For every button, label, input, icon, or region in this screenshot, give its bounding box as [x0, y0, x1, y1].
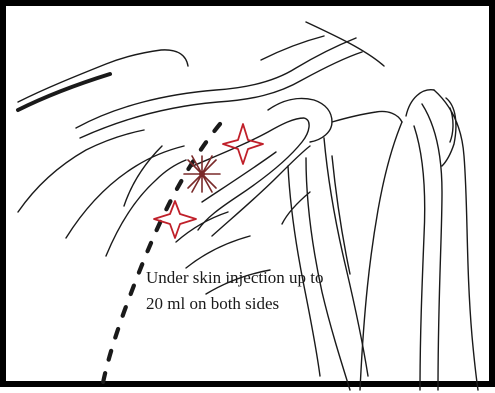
caption-line-1: Under skin injection up to: [146, 265, 446, 291]
injection-cross-center-icon: [184, 156, 220, 192]
top-right-ridge: [306, 22, 384, 66]
top-ridge-short: [261, 36, 324, 60]
caption-line-2: 20 ml on both sides: [146, 291, 446, 317]
clavicle-upper: [76, 38, 356, 128]
rib-1: [18, 130, 144, 212]
lower-rib-2: [186, 236, 250, 268]
upper-left-thick-band: [18, 74, 110, 110]
shoulder-curve: [332, 111, 402, 122]
scapula-ridge: [212, 146, 310, 236]
rib-2: [66, 146, 184, 238]
anatomy-illustration: [6, 6, 495, 393]
lower-rib-1: [176, 212, 228, 242]
humerus-left-edge: [360, 122, 402, 390]
acromion: [268, 98, 332, 142]
axilla-curve: [282, 192, 310, 224]
injection-caption: Under skin injection up to 20 ml on both…: [146, 265, 446, 317]
humerus-head: [406, 90, 434, 116]
rib-3: [106, 160, 186, 256]
humerus-inner-1: [422, 104, 442, 390]
injection-star-lower-icon: [154, 201, 196, 238]
humerus-inner-2: [414, 126, 425, 390]
